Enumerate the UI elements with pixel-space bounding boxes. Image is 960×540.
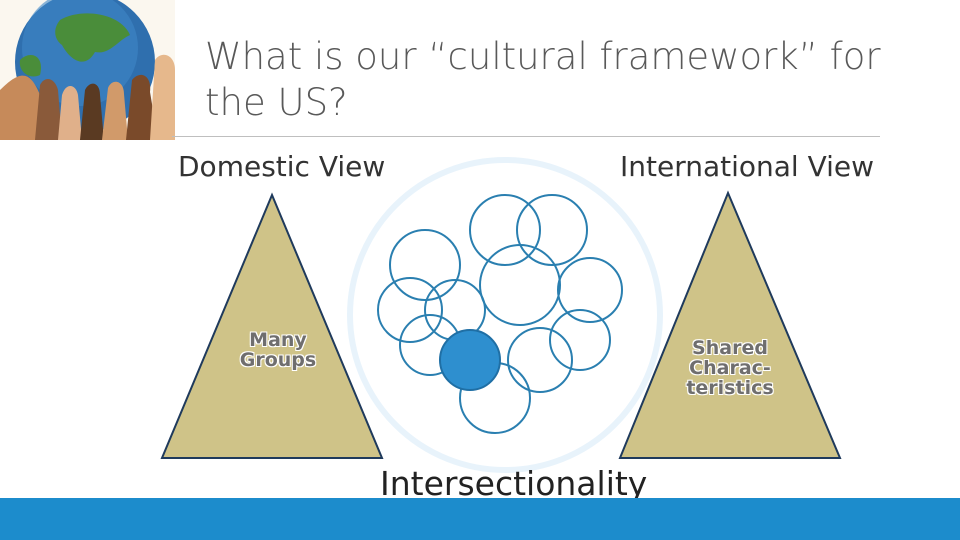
footer-bar <box>0 498 960 540</box>
shared-line1: Shared <box>680 338 780 358</box>
shared-line3: teristics <box>680 378 780 398</box>
overlap-circle <box>378 278 442 342</box>
shared-line2: Charac- <box>680 358 780 378</box>
overlap-circle <box>517 195 587 265</box>
overlap-circle <box>470 195 540 265</box>
overlap-circle <box>550 310 610 370</box>
highlighted-circle <box>440 330 500 390</box>
many-groups-line1: Many <box>228 330 328 350</box>
overlap-circle <box>508 328 572 392</box>
background-halo <box>350 160 660 470</box>
shared-characteristics-text: Shared Charac- teristics <box>680 338 780 398</box>
international-triangle <box>620 193 840 458</box>
many-groups-text: Many Groups <box>228 330 328 370</box>
overlap-circle <box>390 230 460 300</box>
many-groups-line2: Groups <box>228 350 328 370</box>
overlap-circle <box>480 245 560 325</box>
